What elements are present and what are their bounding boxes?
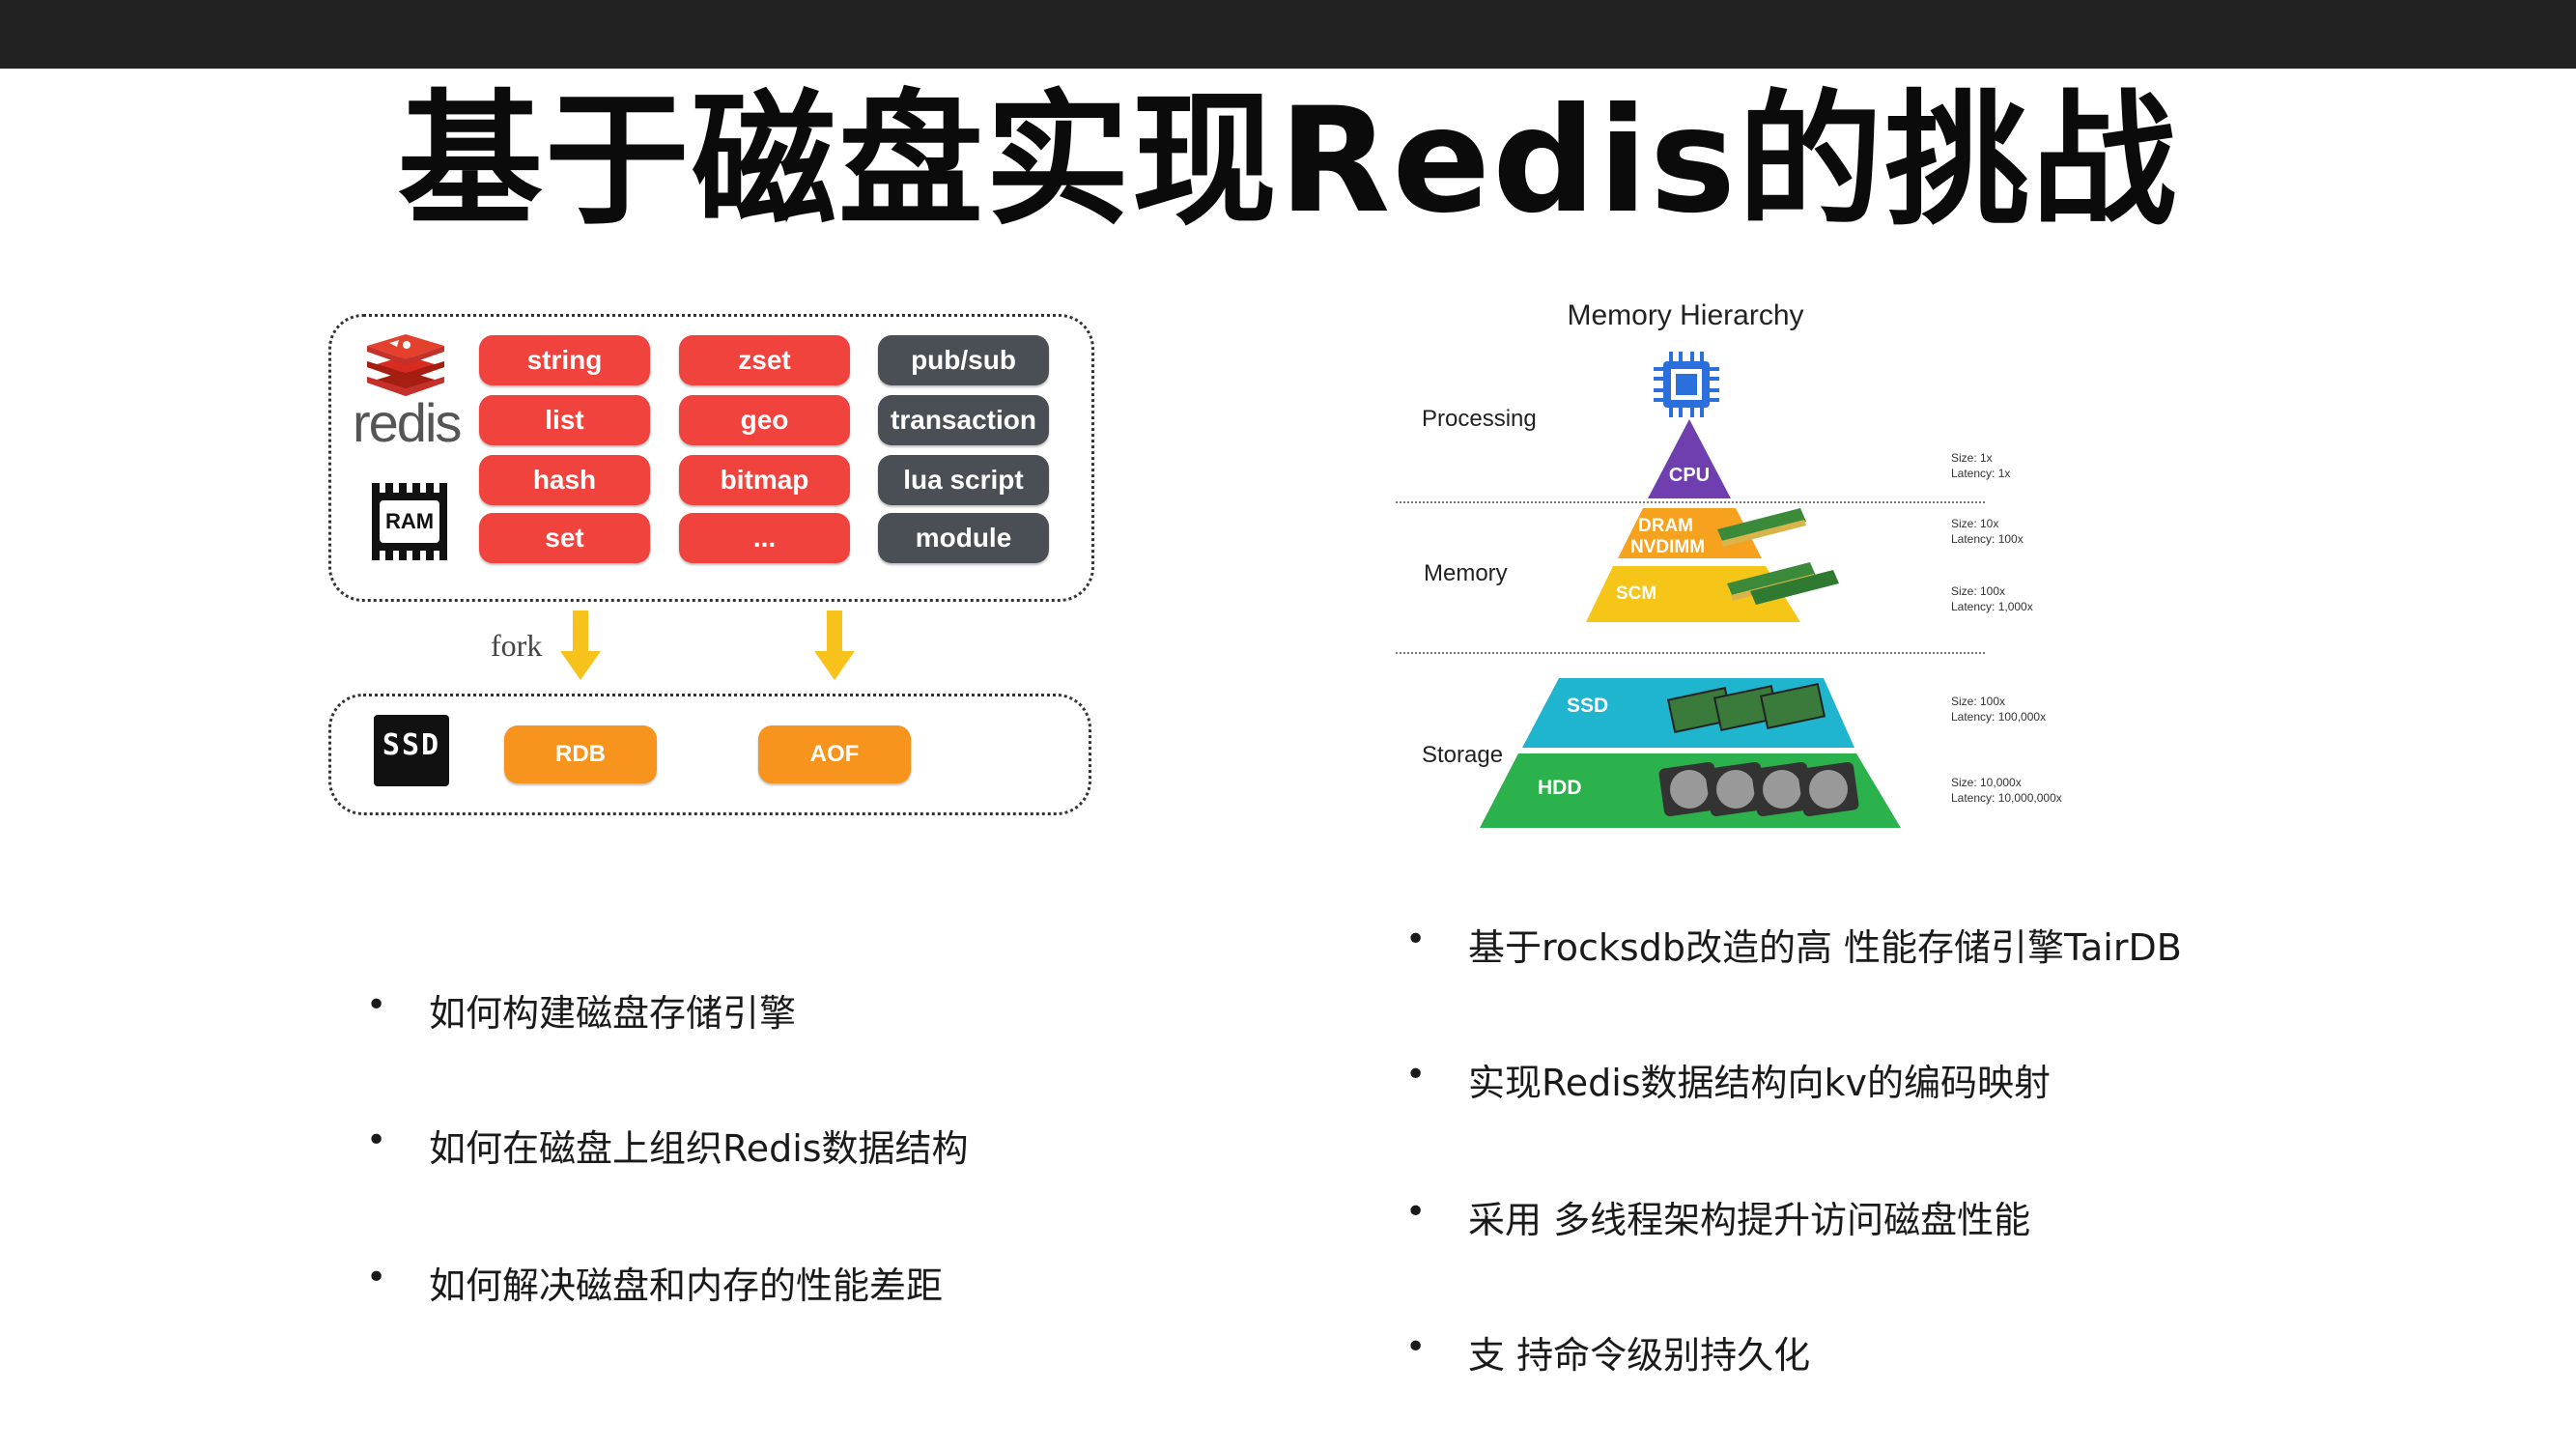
note-size: Size: 10x bbox=[1951, 517, 1999, 530]
persist-rdb: RDB bbox=[504, 725, 657, 783]
note-scm: Size: 100x Latency: 1,000x bbox=[1951, 583, 2033, 614]
group-processing: Processing bbox=[1422, 406, 1537, 432]
note-latency: Latency: 100x bbox=[1951, 532, 2024, 546]
ssd-label: SSD bbox=[382, 728, 441, 762]
bullet-dot: • bbox=[366, 985, 387, 1025]
type-zset: zset bbox=[679, 335, 850, 385]
divider-line bbox=[1396, 652, 1985, 654]
feature-pubsub: pub/sub bbox=[878, 335, 1049, 385]
note-size: Size: 1x bbox=[1951, 451, 1993, 465]
type-list: list bbox=[479, 395, 650, 445]
bullet-text: 如何构建磁盘存储引擎 bbox=[429, 992, 797, 1035]
type-hash: hash bbox=[479, 455, 650, 505]
tier-cpu-label: CPU bbox=[1669, 465, 1710, 486]
bullet-text: 基于rocksdb改造的高 性能存储引擎TairDB bbox=[1468, 926, 2182, 969]
bullet-text: 实现Redis数据结构向kv的编码映射 bbox=[1468, 1062, 2052, 1104]
bullet-text: 支 持命令级别持久化 bbox=[1468, 1334, 1811, 1377]
left-bullet: • 如何解决磁盘和内存的性能差距 bbox=[366, 1256, 944, 1309]
ram-label: RAM bbox=[380, 500, 439, 543]
ram-module-icon bbox=[1717, 508, 1839, 605]
group-memory: Memory bbox=[1424, 560, 1508, 586]
right-bullet: • 基于rocksdb改造的高 性能存储引擎TairDB bbox=[1405, 918, 2182, 971]
bullet-dot: • bbox=[1405, 920, 1427, 959]
bullet-dot: • bbox=[1405, 1327, 1427, 1367]
note-latency: Latency: 1,000x bbox=[1951, 600, 2033, 613]
left-bullet: • 如何在磁盘上组织Redis数据结构 bbox=[366, 1119, 969, 1172]
ram-chip-icon: RAM bbox=[372, 483, 447, 560]
top-bar bbox=[0, 0, 2576, 69]
divider-line bbox=[1396, 501, 1985, 503]
pyramid: CPU DRAM NVDIMM SCM SSD HDD bbox=[1480, 419, 1901, 828]
tier-ssd-label: SSD bbox=[1567, 695, 1608, 717]
type-string: string bbox=[479, 335, 650, 385]
right-bullet: • 支 持命令级别持久化 bbox=[1405, 1325, 1811, 1378]
processor-chip-icon bbox=[1654, 352, 1719, 417]
feature-transaction: transaction bbox=[878, 395, 1049, 445]
slide-title: 基于磁盘实现Redis的挑战 bbox=[397, 77, 2179, 245]
ssd-icon: SSD bbox=[374, 715, 449, 786]
note-ssd: Size: 100x Latency: 100,000x bbox=[1951, 694, 2046, 724]
feature-lua-script: lua script bbox=[878, 455, 1049, 505]
group-storage: Storage bbox=[1422, 742, 1504, 768]
note-hdd: Size: 10,000x Latency: 10,000,000x bbox=[1951, 775, 2062, 806]
note-size: Size: 10,000x bbox=[1951, 776, 2022, 789]
type-more: ... bbox=[679, 513, 850, 563]
bullet-dot: • bbox=[366, 1258, 387, 1297]
note-size: Size: 100x bbox=[1951, 695, 2006, 708]
bullet-dot: • bbox=[366, 1121, 387, 1160]
type-geo: geo bbox=[679, 395, 850, 445]
type-bitmap: bitmap bbox=[679, 455, 850, 505]
ssd-board-icon bbox=[1666, 682, 1826, 734]
redis-logo-text: redis bbox=[353, 392, 462, 453]
note-dram: Size: 10x Latency: 100x bbox=[1951, 516, 2024, 547]
note-latency: Latency: 10,000,000x bbox=[1951, 791, 2062, 805]
note-size: Size: 100x bbox=[1951, 584, 2006, 598]
tier-nvdimm-label: NVDIMM bbox=[1630, 537, 1705, 557]
bullet-dot: • bbox=[1405, 1055, 1427, 1094]
tier-cpu-shape bbox=[1648, 419, 1731, 498]
note-cpu: Size: 1x Latency: 1x bbox=[1951, 450, 2010, 481]
type-set: set bbox=[479, 513, 650, 563]
redis-logo-icon bbox=[367, 334, 444, 396]
feature-module: module bbox=[878, 513, 1049, 563]
bullet-text: 如何解决磁盘和内存的性能差距 bbox=[429, 1264, 944, 1307]
arrow-down-icon bbox=[560, 611, 601, 680]
redis-memory-box bbox=[328, 314, 1094, 602]
persist-aof: AOF bbox=[758, 725, 911, 783]
bullet-dot: • bbox=[1405, 1192, 1427, 1232]
note-latency: Latency: 1x bbox=[1951, 467, 2011, 480]
redis-disk-box bbox=[328, 694, 1091, 815]
left-bullet: • 如何构建磁盘存储引擎 bbox=[366, 983, 797, 1037]
tier-hdd-label: HDD bbox=[1538, 777, 1582, 799]
right-bullet: • 采用 多线程架构提升访问磁盘性能 bbox=[1405, 1190, 2031, 1243]
bullet-text: 采用 多线程架构提升访问磁盘性能 bbox=[1468, 1199, 2031, 1241]
memory-hierarchy-title: Memory Hierarchy bbox=[1567, 299, 1804, 331]
arrow-down-icon bbox=[814, 611, 855, 680]
right-bullet: • 实现Redis数据结构向kv的编码映射 bbox=[1405, 1053, 2052, 1106]
tier-scm-label: SCM bbox=[1616, 583, 1656, 604]
note-latency: Latency: 100,000x bbox=[1951, 710, 2047, 724]
bullet-text: 如何在磁盘上组织Redis数据结构 bbox=[429, 1127, 969, 1170]
fork-label: fork bbox=[491, 628, 543, 663]
hard-disk-icon bbox=[1658, 761, 1859, 817]
tier-dram-label: DRAM bbox=[1638, 516, 1693, 536]
